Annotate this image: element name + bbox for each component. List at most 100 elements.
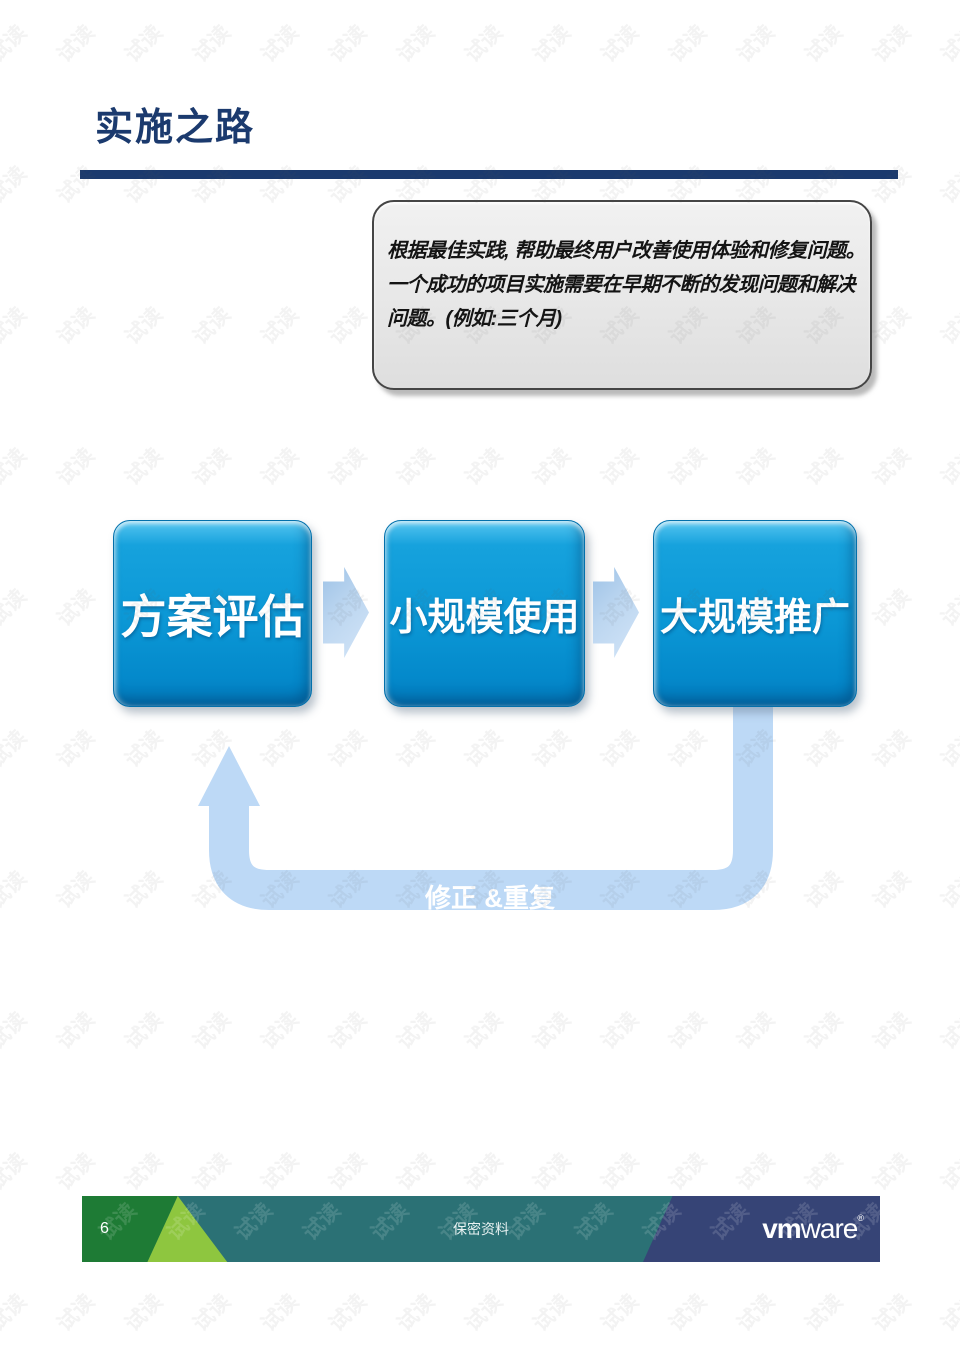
watermark: 试读 xyxy=(53,867,100,914)
step-label: 大规模推广 xyxy=(659,597,850,639)
watermark: 试读 xyxy=(665,1008,712,1055)
watermark: 试读 xyxy=(121,726,168,773)
page-title: 实施之路 xyxy=(95,107,256,149)
watermark: 试读 xyxy=(733,1149,780,1196)
watermark: 试读 xyxy=(325,303,372,350)
watermark: 试读 xyxy=(937,1008,960,1055)
vmware-logo-ware: ware xyxy=(800,1213,859,1244)
watermark: 试读 xyxy=(53,21,100,68)
watermark: 试读 xyxy=(937,444,960,491)
vmware-logo-vm: vm xyxy=(762,1213,801,1244)
watermark: 试读 xyxy=(529,444,576,491)
watermark: 试读 xyxy=(869,303,916,350)
watermark: 试读 xyxy=(937,1290,960,1337)
watermark: 试读 xyxy=(325,162,372,209)
watermark: 试读 xyxy=(189,1149,236,1196)
watermark: 试读 xyxy=(121,1008,168,1055)
watermark: 试读 xyxy=(529,1149,576,1196)
watermark: 试读 xyxy=(801,1290,848,1337)
watermark: 试读 xyxy=(257,303,304,350)
watermark: 试读 xyxy=(733,21,780,68)
watermark: 试读 xyxy=(937,162,960,209)
watermark: 试读 xyxy=(53,162,100,209)
watermark: 试读 xyxy=(0,303,32,350)
watermark: 试读 xyxy=(461,1008,508,1055)
watermark: 试读 xyxy=(801,726,848,773)
watermark: 试读 xyxy=(325,444,372,491)
watermark: 试读 xyxy=(801,867,848,914)
watermark: 试读 xyxy=(0,1149,32,1196)
watermark: 试读 xyxy=(121,162,168,209)
watermark: 试读 xyxy=(529,21,576,68)
watermark: 试读 xyxy=(597,1149,644,1196)
step-box-plan-evaluation: 方案评估 xyxy=(113,520,312,707)
watermark: 试读 xyxy=(53,444,100,491)
callout-line: 根据最佳实践, 帮助最终用户改善使用体验和修复问题。 xyxy=(387,240,860,262)
watermark: 试读 xyxy=(393,444,440,491)
watermark: 试读 xyxy=(869,726,916,773)
watermark: 试读 xyxy=(189,162,236,209)
confidential-label: 保密资料 xyxy=(453,1221,509,1237)
watermark: 试读 xyxy=(461,1149,508,1196)
watermark: 试读 xyxy=(869,585,916,632)
title-divider xyxy=(80,170,898,179)
watermark: 试读 xyxy=(665,444,712,491)
watermark: 试读 xyxy=(257,1149,304,1196)
watermark: 试读 xyxy=(325,21,372,68)
watermark: 试读 xyxy=(0,726,32,773)
watermark: 试读 xyxy=(257,21,304,68)
watermark: 试读 xyxy=(869,1290,916,1337)
watermark: 试读 xyxy=(665,1290,712,1337)
watermark: 试读 xyxy=(733,1008,780,1055)
watermark: 试读 xyxy=(937,585,960,632)
watermark: 试读 xyxy=(0,1290,32,1337)
watermark: 试读 xyxy=(189,1008,236,1055)
callout-line: 一个成功的项目实施需要在早期不断的发现问题和解决 xyxy=(387,274,856,296)
watermark: 试读 xyxy=(461,21,508,68)
watermark: 试读 xyxy=(257,162,304,209)
watermark: 试读 xyxy=(597,1008,644,1055)
step-label: 方案评估 xyxy=(120,590,305,643)
watermark: 试读 xyxy=(937,303,960,350)
watermark: 试读 xyxy=(665,21,712,68)
watermark: 试读 xyxy=(325,1290,372,1337)
watermark: 试读 xyxy=(121,1149,168,1196)
watermark: 试读 xyxy=(801,444,848,491)
watermark: 试读 xyxy=(121,867,168,914)
watermark: 试读 xyxy=(53,726,100,773)
watermark: 试读 xyxy=(461,444,508,491)
watermark: 试读 xyxy=(189,303,236,350)
watermark: 试读 xyxy=(189,1290,236,1337)
watermark: 试读 xyxy=(53,303,100,350)
watermark: 试读 xyxy=(0,585,32,632)
watermark: 试读 xyxy=(257,1008,304,1055)
watermark: 试读 xyxy=(869,867,916,914)
watermark: 试读 xyxy=(121,303,168,350)
registered-mark-icon: ® xyxy=(857,1213,864,1223)
watermark: 试读 xyxy=(0,21,32,68)
watermark: 试读 xyxy=(733,1290,780,1337)
watermark: 试读 xyxy=(325,1008,372,1055)
watermark: 试读 xyxy=(53,1290,100,1337)
callout-line: 问题。(例如:三个月) xyxy=(387,308,562,330)
page-number: 6 xyxy=(100,1220,109,1237)
watermark: 试读 xyxy=(393,1290,440,1337)
step-box-small-scale-use: 小规模使用 xyxy=(384,520,585,707)
watermark: 试读 xyxy=(937,21,960,68)
loop-label: 修正 &重复 xyxy=(424,883,555,913)
watermark: 试读 xyxy=(937,867,960,914)
watermark: 试读 xyxy=(801,1149,848,1196)
right-arrow-icon xyxy=(323,567,369,658)
watermark: 试读 xyxy=(121,21,168,68)
watermark: 试读 xyxy=(869,1149,916,1196)
watermark: 试读 xyxy=(189,444,236,491)
watermark: 试读 xyxy=(733,444,780,491)
step-label: 小规模使用 xyxy=(389,597,580,639)
watermark: 试读 xyxy=(529,1008,576,1055)
watermark: 试读 xyxy=(257,444,304,491)
watermark: 试读 xyxy=(801,1008,848,1055)
watermark: 试读 xyxy=(393,21,440,68)
watermark: 试读 xyxy=(801,21,848,68)
watermark: 试读 xyxy=(869,162,916,209)
watermark: 试读 xyxy=(461,1290,508,1337)
